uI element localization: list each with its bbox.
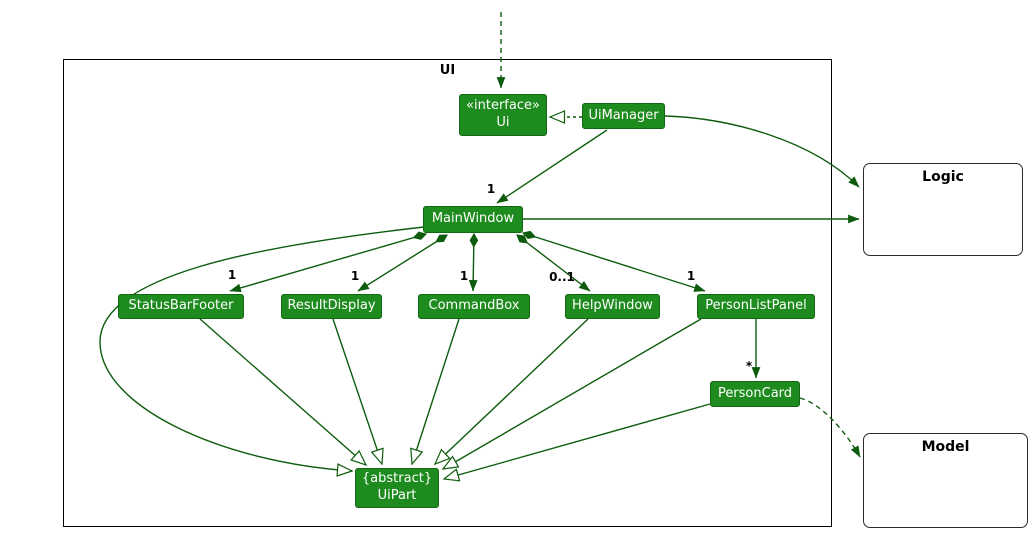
class-personlistpanel-label: PersonListPanel	[705, 298, 807, 314]
class-personcard-label: PersonCard	[717, 385, 793, 401]
class-statusbarfooter-label: StatusBarFooter	[128, 298, 234, 314]
class-helpwindow-label: HelpWindow	[572, 298, 653, 314]
model-component-box: Model	[863, 433, 1028, 528]
class-uimanager: UiManager	[582, 103, 665, 129]
multiplicity-personlistpanel: 1	[686, 269, 696, 283]
multiplicity-uimanager-mainwindow: 1	[486, 182, 496, 196]
class-uipart: {abstract} UiPart	[355, 468, 439, 508]
class-helpwindow: HelpWindow	[565, 294, 660, 319]
multiplicity-helpwindow: 0..1	[549, 270, 575, 284]
class-mainwindow-label: MainWindow	[431, 211, 515, 227]
class-commandbox: CommandBox	[418, 294, 530, 319]
class-uipart-name: UiPart	[377, 488, 417, 503]
model-component-label: Model	[921, 439, 970, 455]
ui-package-frame: UI	[63, 59, 832, 527]
class-ui-stereotype: «interface»	[466, 98, 540, 114]
class-mainwindow: MainWindow	[423, 206, 523, 233]
class-personlistpanel: PersonListPanel	[697, 294, 815, 319]
class-resultdisplay-label: ResultDisplay	[287, 298, 376, 314]
multiplicity-personcard: *	[745, 359, 753, 373]
multiplicity-commandbox: 1	[459, 269, 469, 283]
multiplicity-statusbarfooter: 1	[227, 268, 237, 282]
class-ui-interface: «interface» Ui	[459, 94, 547, 136]
class-personcard: PersonCard	[710, 381, 800, 407]
logic-component-label: Logic	[922, 169, 964, 185]
ui-package-label: UI	[439, 63, 456, 78]
multiplicity-resultdisplay: 1	[350, 269, 360, 283]
class-uimanager-label: UiManager	[588, 107, 659, 123]
class-ui-name: Ui	[496, 115, 510, 130]
class-commandbox-label: CommandBox	[428, 298, 520, 314]
logic-component-box: Logic	[863, 163, 1023, 256]
class-uipart-modifier: {abstract}	[361, 471, 433, 487]
class-statusbarfooter: StatusBarFooter	[118, 294, 244, 319]
class-resultdisplay: ResultDisplay	[281, 294, 382, 319]
